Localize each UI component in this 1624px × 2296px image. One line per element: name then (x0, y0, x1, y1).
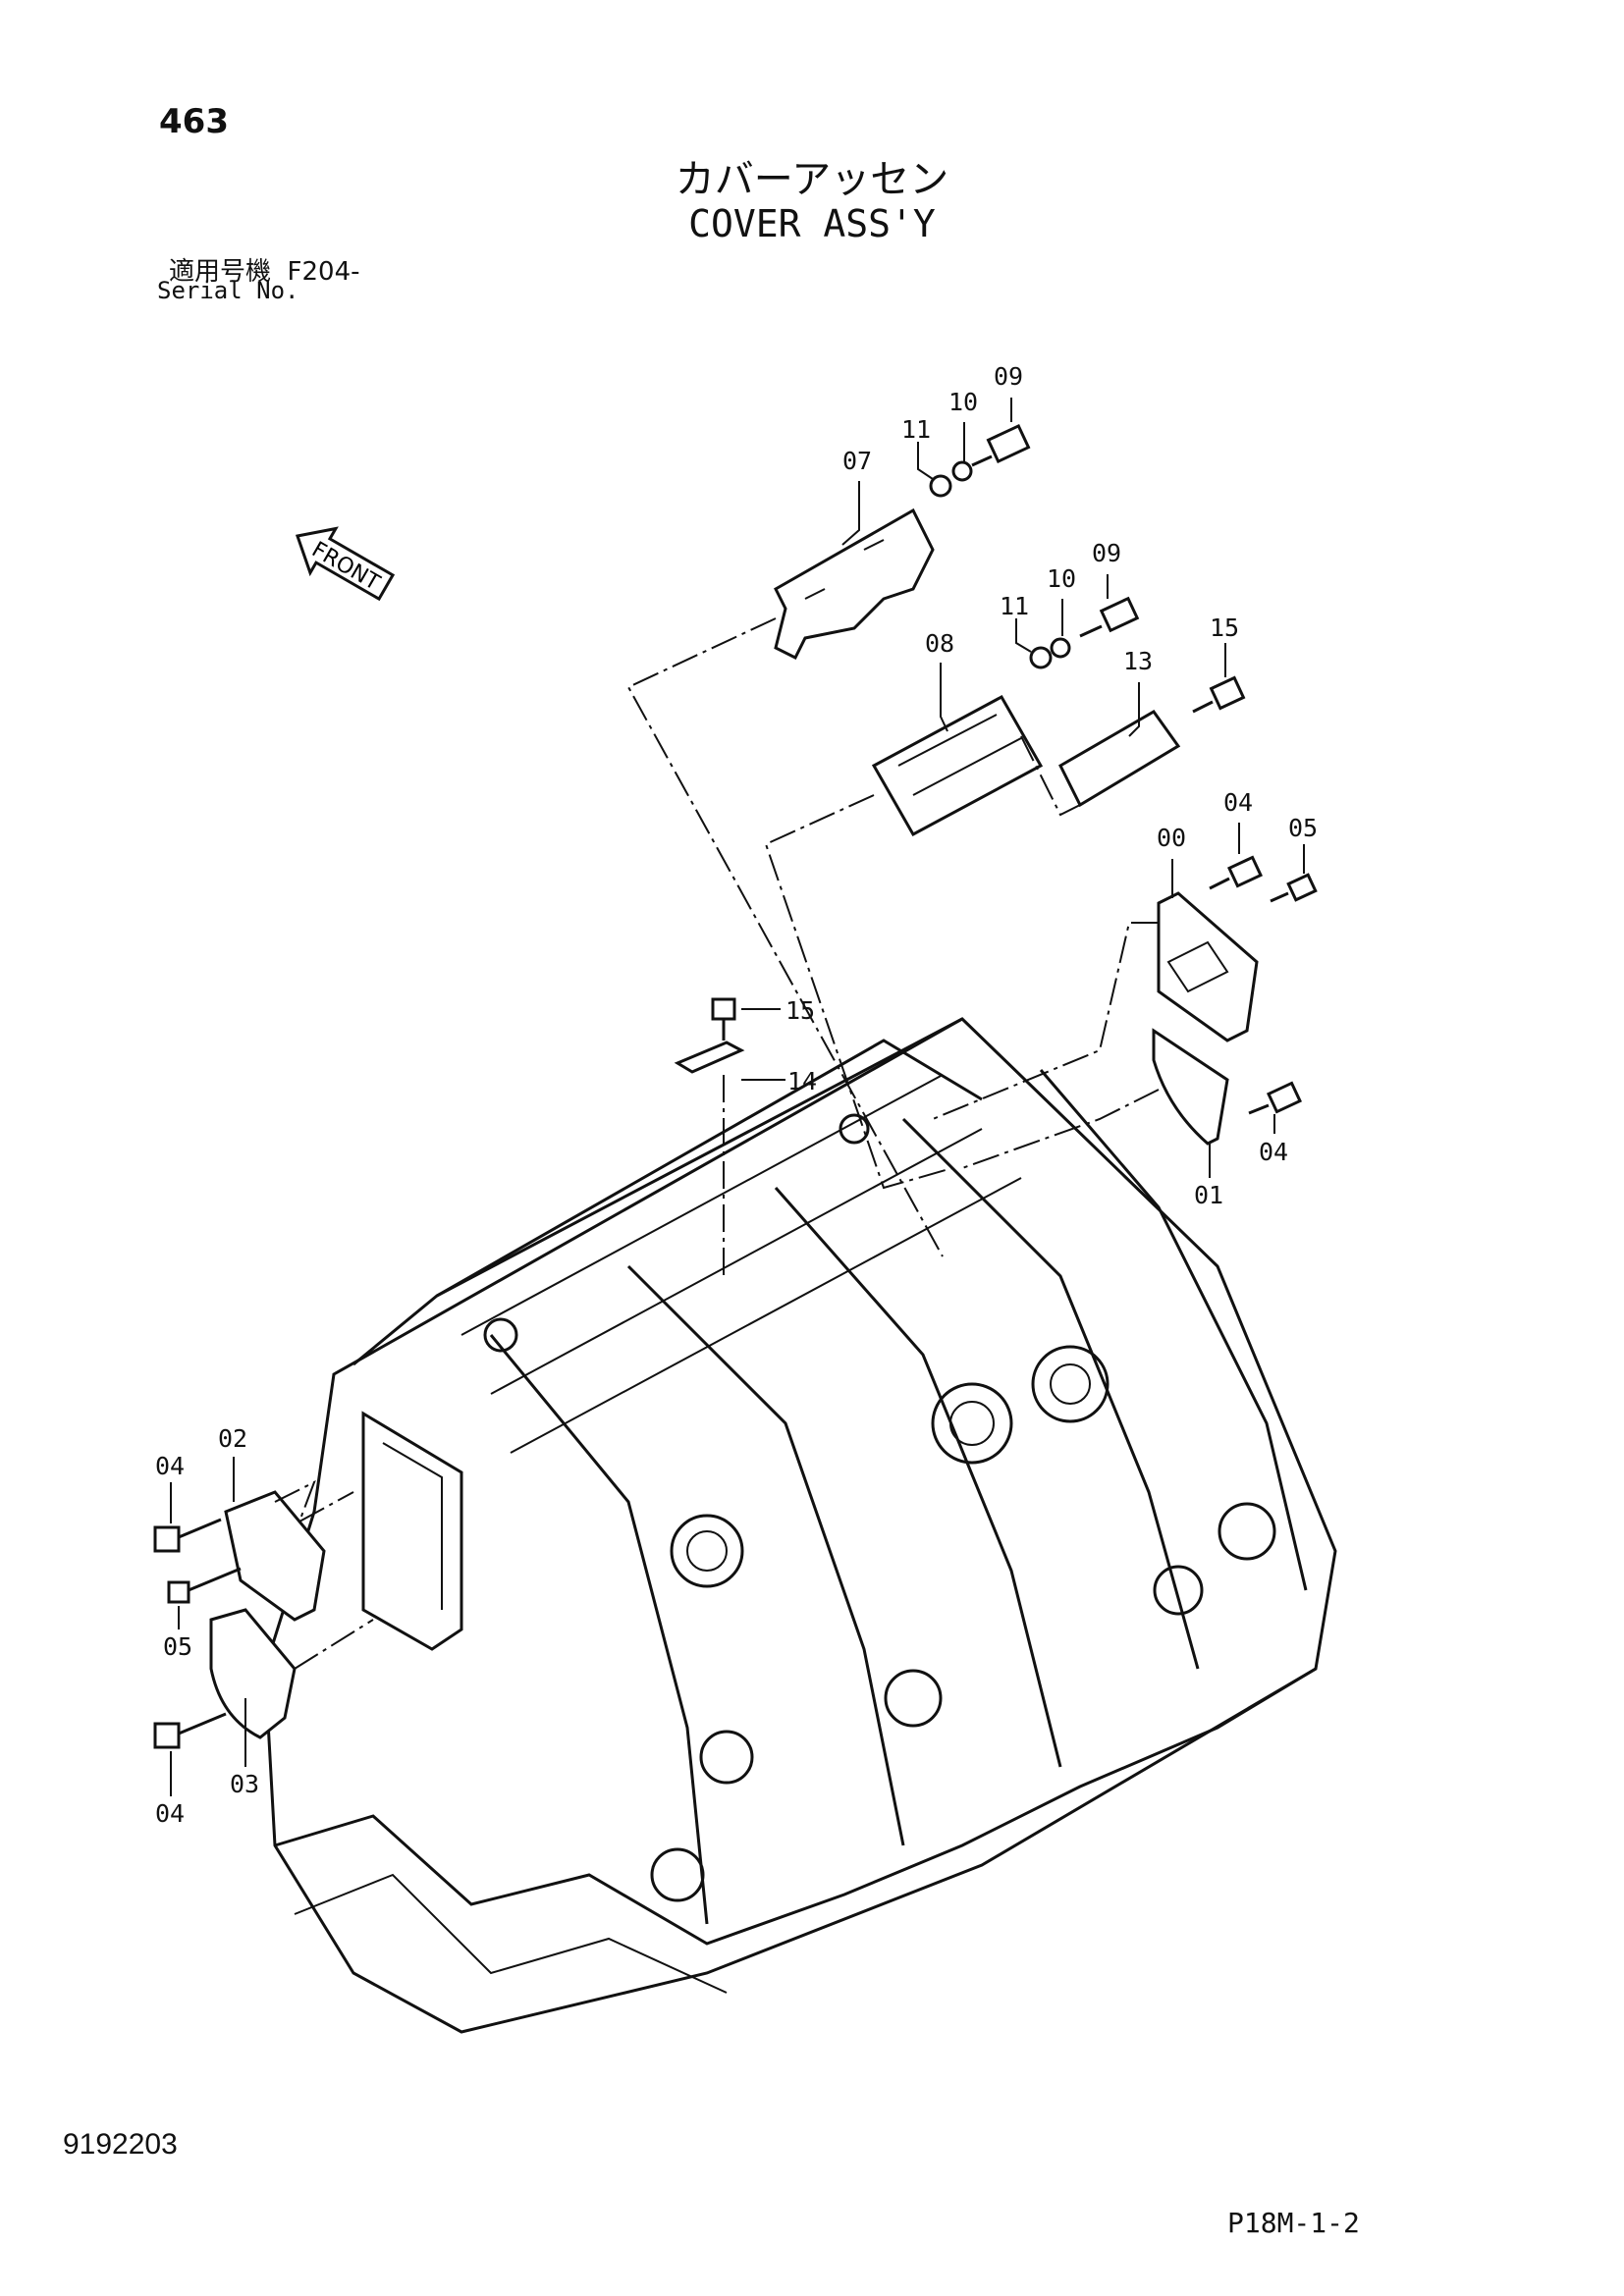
part-08-plate (871, 694, 1044, 837)
bolt-15a-icon (1192, 675, 1246, 714)
part-00-bracket (1157, 891, 1259, 1042)
callout-09a: 09 (994, 362, 1023, 391)
part-14-plate (674, 1041, 745, 1074)
part-03-cover (209, 1608, 297, 1739)
callout-07: 07 (842, 447, 872, 475)
callout-leaders (170, 398, 1305, 1796)
front-arrow-icon: FRONT (295, 526, 396, 602)
bolt-15b-icon (711, 997, 736, 1041)
callout-11a: 11 (901, 415, 931, 444)
callout-04c: 04 (155, 1452, 185, 1480)
serial-label-english: Serial No. (157, 277, 299, 304)
callout-02: 02 (218, 1424, 247, 1453)
page-reference: P18M-1-2 (1227, 2207, 1360, 2239)
callout-00: 00 (1157, 824, 1186, 852)
callout-05a: 05 (1288, 814, 1318, 842)
bolt-05a-icon (1270, 873, 1318, 903)
part-01-cover (1152, 1028, 1229, 1146)
callout-10b: 10 (1047, 564, 1076, 593)
part-07-bracket (774, 507, 935, 661)
callout-11b: 11 (1000, 592, 1029, 620)
bolt-09a-icon (971, 423, 1031, 467)
callout-01: 01 (1194, 1181, 1223, 1209)
washer-10a-icon (951, 460, 973, 482)
part-02-plate (224, 1490, 326, 1622)
assembly-lines (274, 617, 1160, 1670)
page-number: 463 (159, 102, 229, 141)
callout-15a: 15 (1210, 614, 1239, 642)
callout-04d: 04 (155, 1799, 185, 1828)
bolt-04c-icon (153, 1518, 222, 1553)
front-arrow-label: FRONT (307, 538, 384, 597)
serial-value: F204- (287, 257, 360, 287)
callout-14: 14 (787, 1067, 817, 1095)
title-english: COVER ASS'Y (688, 202, 936, 245)
callout-09b: 09 (1092, 539, 1121, 567)
bolt-04a-icon (1209, 855, 1264, 890)
washer-11b-icon (1029, 646, 1053, 669)
document-code: 9192203 (63, 2128, 178, 2161)
callout-13: 13 (1123, 647, 1153, 675)
callout-08: 08 (925, 629, 954, 658)
callout-05b: 05 (163, 1632, 192, 1661)
bolt-04b-icon (1248, 1081, 1303, 1115)
washer-10b-icon (1050, 637, 1071, 659)
washer-11a-icon (929, 474, 952, 498)
bolt-04d-icon (153, 1712, 227, 1749)
callout-15b: 15 (785, 996, 815, 1025)
callout-10a: 10 (948, 388, 978, 416)
serial-label-jp-text: 適用号機 (169, 257, 272, 287)
callout-03: 03 (230, 1770, 259, 1798)
bolt-05b-icon (167, 1567, 242, 1604)
title-japanese: カバーアッセン (675, 157, 949, 202)
part-13-plate (1058, 710, 1181, 808)
callout-04a: 04 (1223, 788, 1253, 817)
bolt-09b-icon (1079, 596, 1140, 638)
bucket-body (263, 1017, 1337, 2034)
callout-04b: 04 (1259, 1138, 1288, 1166)
serial-label-japanese: 適用号機 F204- (169, 251, 360, 288)
